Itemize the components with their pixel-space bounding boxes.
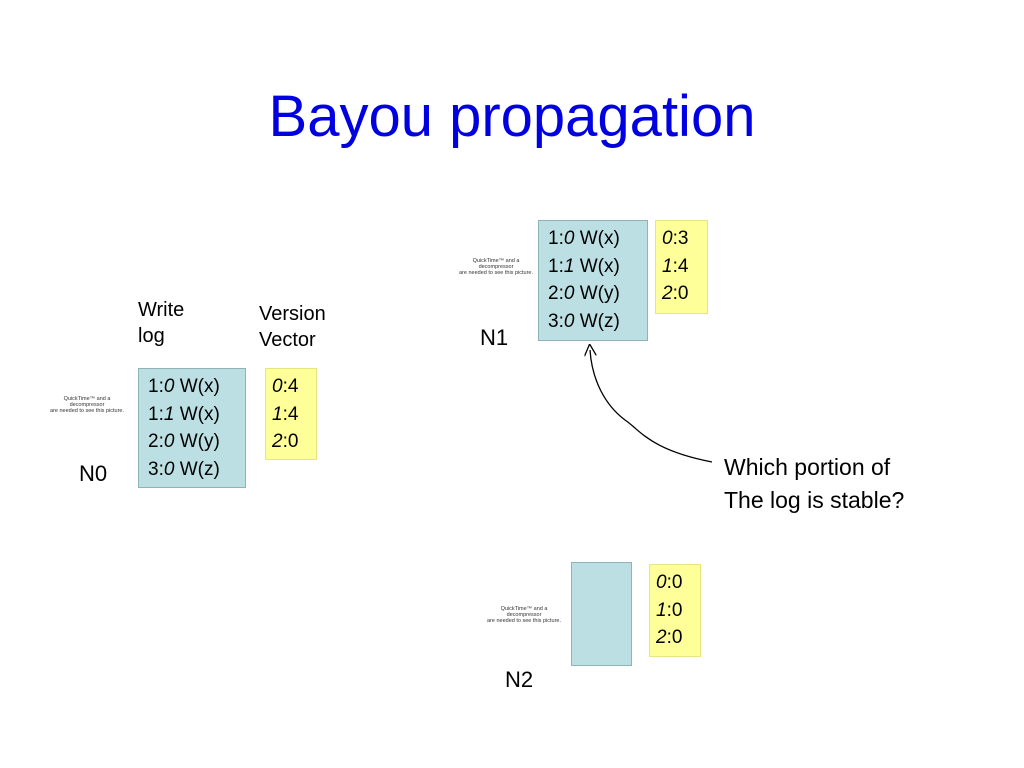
log-entry: 1:0 W(x) <box>548 225 639 253</box>
log-entry-op: W(x) <box>574 228 620 249</box>
version-vector-entry: 0:3 <box>662 225 701 253</box>
n1-picture-placeholder: QuickTime™ and a decompressor are needed… <box>457 258 535 276</box>
stable-question: Which portion of The log is stable? <box>724 451 904 517</box>
version-vector-entry: 1:4 <box>272 401 310 429</box>
log-entry-seq: 2: <box>548 283 564 304</box>
log-entry-server: 1 <box>563 255 575 277</box>
stable-question-line-1: Which portion of <box>724 454 891 480</box>
version-vector-entry: 2:0 <box>662 280 701 308</box>
log-entry-server: 0 <box>563 283 575 304</box>
log-entry-seq: 1: <box>148 403 164 425</box>
log-entry-seq: 3: <box>548 310 564 332</box>
n0-write-log: 1:0 W(x)1:1 W(x)2:0 W(y)3:0 W(z) <box>138 368 246 488</box>
write-log-header-line-2: log <box>138 325 165 347</box>
log-entry: 1:1 W(x) <box>148 401 237 429</box>
log-entry: 1:0 W(x) <box>148 373 237 401</box>
log-entry-server: 0 <box>563 310 575 332</box>
version-vector-entry: 0:0 <box>656 569 694 597</box>
log-entry-op: W(z) <box>574 310 620 332</box>
version-vector-count: :0 <box>282 431 299 452</box>
version-vector-count: :4 <box>282 376 299 397</box>
placeholder-line: QuickTime™ and a <box>472 258 520 264</box>
log-entry: 2:0 W(y) <box>148 428 237 456</box>
stable-question-line-2: The log is stable? <box>724 487 905 513</box>
n2-picture-placeholder: QuickTime™ and a decompressor are needed… <box>485 606 563 624</box>
version-vector-count: :0 <box>666 599 683 621</box>
n2-write-log <box>571 562 632 666</box>
version-vector-server: 1 <box>656 599 667 621</box>
placeholder-line: are needed to see this picture. <box>459 270 533 276</box>
log-entry-seq: 2: <box>148 431 164 452</box>
version-vector-header: Version Vector <box>259 301 326 353</box>
log-entry-seq: 3: <box>148 458 164 480</box>
n1-label: N1 <box>480 325 509 350</box>
version-vector-server: 2 <box>272 431 283 452</box>
log-entry: 3:0 W(z) <box>148 456 237 484</box>
log-entry-op: W(y) <box>174 431 220 452</box>
version-vector-server: 0 <box>272 376 283 397</box>
log-entry: 1:1 W(x) <box>548 253 639 281</box>
version-vector-count: :4 <box>282 403 299 425</box>
log-entry-op: W(x) <box>574 255 620 277</box>
log-entry-seq: 1: <box>548 228 564 249</box>
log-entry-server: 0 <box>163 431 175 452</box>
version-vector-count: :0 <box>672 283 689 304</box>
slide-title: Bayou propagation <box>268 84 756 149</box>
log-entry-server: 1 <box>163 403 175 425</box>
version-vector-header-line-2: Vector <box>259 329 316 351</box>
placeholder-line: are needed to see this picture. <box>487 618 561 624</box>
n0-picture-placeholder: QuickTime™ and a decompressor are needed… <box>48 396 126 414</box>
version-vector-entry: 2:0 <box>272 428 310 456</box>
version-vector-count: :0 <box>666 572 683 593</box>
n2-label: N2 <box>505 667 534 692</box>
version-vector-server: 1 <box>662 255 673 277</box>
log-entry-op: W(z) <box>174 458 220 480</box>
placeholder-line: decompressor <box>506 612 542 618</box>
log-entry-op: W(x) <box>174 403 220 425</box>
placeholder-line: decompressor <box>478 264 514 270</box>
write-log-header: Write log <box>138 297 184 349</box>
version-vector-server: 0 <box>656 572 667 593</box>
log-entry-server: 0 <box>163 376 175 397</box>
log-entry-server: 0 <box>163 458 175 480</box>
log-entry-seq: 1: <box>148 376 164 397</box>
version-vector-entry: 1:4 <box>662 253 701 281</box>
log-entry-seq: 1: <box>548 255 564 277</box>
n1-write-log: 1:0 W(x)1:1 W(x)2:0 W(y)3:0 W(z) <box>538 220 648 341</box>
version-vector-server: 2 <box>656 627 667 648</box>
version-vector-server: 0 <box>662 228 673 249</box>
n0-label: N0 <box>79 461 108 486</box>
version-vector-server: 2 <box>662 283 673 304</box>
version-vector-count: :3 <box>672 228 689 249</box>
version-vector-entry: 1:0 <box>656 597 694 625</box>
version-vector-count: :4 <box>672 255 689 277</box>
placeholder-line: decompressor <box>69 402 105 408</box>
version-vector-entry: 2:0 <box>656 624 694 652</box>
placeholder-line: are needed to see this picture. <box>50 408 124 414</box>
version-vector-header-line-1: Version <box>259 303 326 325</box>
version-vector-entry: 0:4 <box>272 373 310 401</box>
version-vector-count: :0 <box>666 627 683 648</box>
log-entry-op: W(x) <box>174 376 220 397</box>
log-entry-op: W(y) <box>574 283 620 304</box>
placeholder-line: QuickTime™ and a <box>500 606 548 612</box>
write-log-header-line-1: Write <box>138 299 185 321</box>
placeholder-line: QuickTime™ and a <box>63 396 111 402</box>
log-entry: 2:0 W(y) <box>548 280 639 308</box>
log-entry-server: 0 <box>563 228 575 249</box>
log-entry: 3:0 W(z) <box>548 308 639 336</box>
version-vector-server: 1 <box>272 403 283 425</box>
